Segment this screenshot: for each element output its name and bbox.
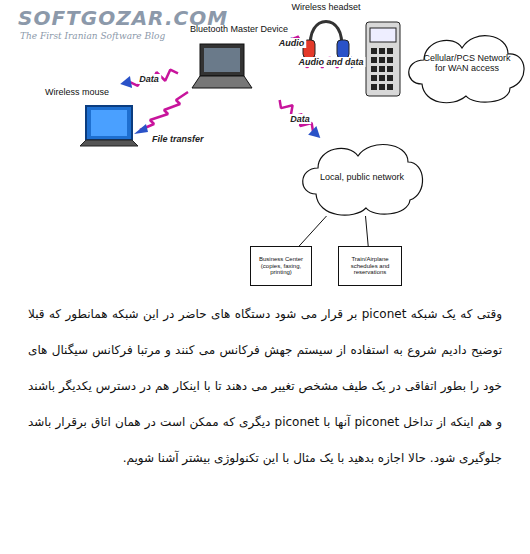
link-label: Audio [277, 38, 307, 48]
file-transfer-bolt [140, 92, 188, 130]
arrow-head [134, 124, 148, 134]
link-label: Data [137, 74, 161, 84]
body-paragraph: وقتی که یک شبکه piconet بر قرار می شود د… [28, 296, 502, 476]
watermark: SOFTGOZAR.COM [18, 6, 228, 30]
laptop-illustration [178, 24, 300, 100]
node-text: Train/Airplane schedules and reservation… [341, 256, 399, 277]
network-cloud: Local, public network [298, 138, 426, 216]
node-text: Cellular/PCS Network for WAN access [420, 53, 514, 74]
node-text: Local, public network [320, 172, 404, 182]
link-label: File transfer [150, 134, 206, 144]
device: Bluetooth Master Device [178, 24, 300, 100]
service-box: Train/Airplane schedules and reservation… [338, 246, 402, 286]
node-text: Wireless mouse [45, 87, 109, 97]
service-box: Business Center (copies, faxing, printin… [250, 246, 312, 286]
laptop-illustration [80, 106, 138, 146]
node-text: Wireless headset [291, 2, 360, 12]
wireless-link [280, 100, 321, 138]
device: Wireless mouse [24, 84, 130, 100]
network-line [299, 216, 326, 246]
network-line [366, 216, 369, 246]
device: Wireless headset [283, 2, 369, 60]
link-label: Audio and data [297, 57, 366, 67]
link-label: Data [288, 114, 312, 124]
node-text: Business Center (copies, faxing, printin… [253, 256, 309, 277]
network-cloud: Cellular/PCS Network for WAN access [362, 22, 528, 104]
watermark: The First Iranian Software Blog [20, 31, 165, 41]
wireless-link [120, 70, 178, 88]
